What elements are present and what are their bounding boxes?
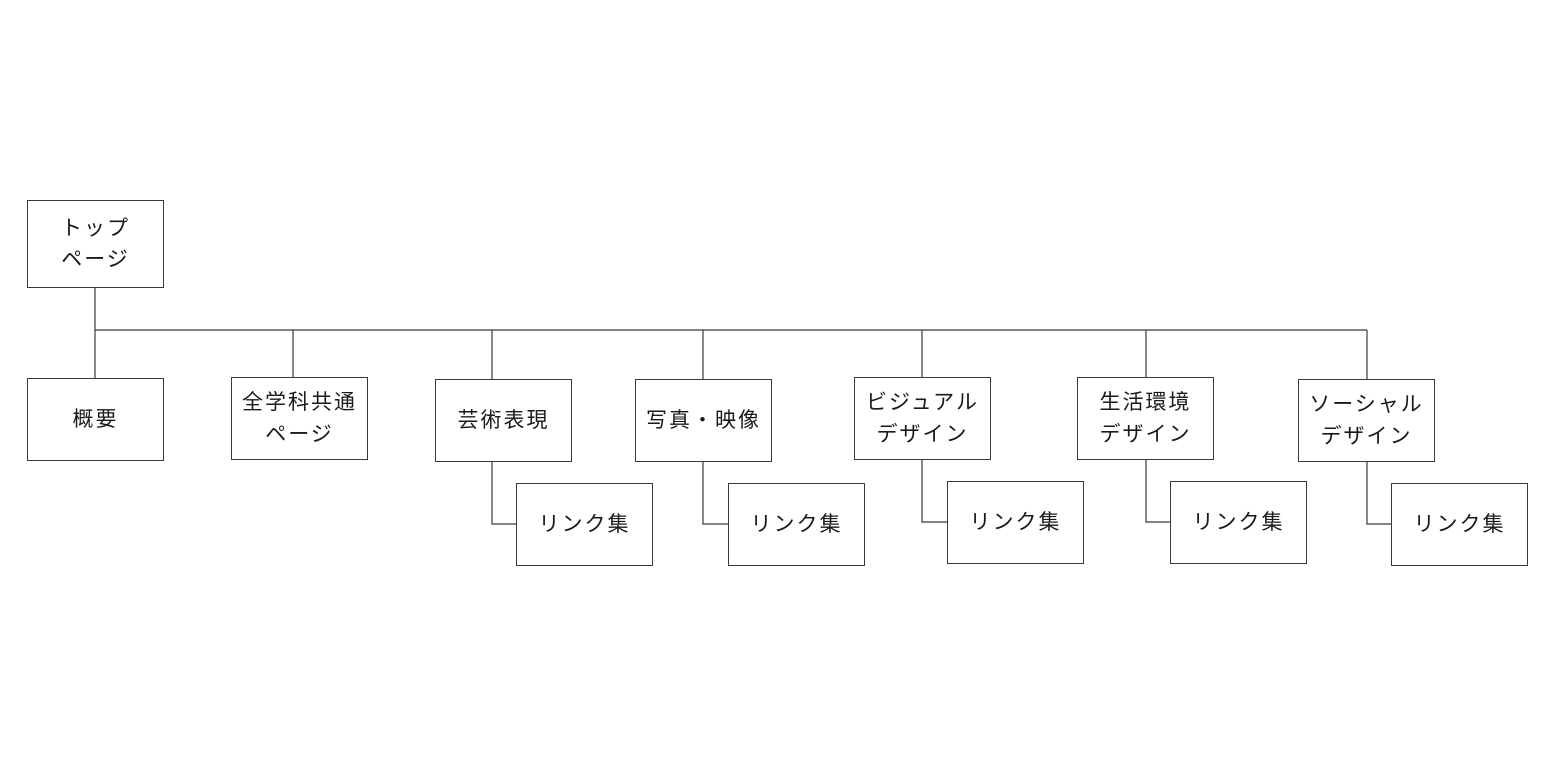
node-top-page-line1: トップ [61, 215, 130, 240]
node-photo-video[interactable]: 写真・映像 [635, 379, 772, 462]
node-common-page-line1: 全学科共通 [242, 390, 357, 414]
node-links-social-design[interactable]: リンク集 [1391, 483, 1528, 566]
node-links-social-design-label: リンク集 [1413, 511, 1506, 536]
node-photo-video-label: 写真・映像 [646, 407, 761, 432]
node-visual-design-line1: ビジュアル [866, 390, 979, 414]
node-art-expression[interactable]: 芸術表現 [435, 379, 572, 462]
node-social-design[interactable]: ソーシャル デザイン [1298, 379, 1435, 462]
node-social-design-line2: デザイン [1320, 423, 1413, 448]
node-links-living-environment-design[interactable]: リンク集 [1170, 481, 1307, 564]
connector-child-4 [921, 460, 947, 523]
node-social-design-line1: ソーシャル [1309, 392, 1424, 416]
node-links-visual-design-label: リンク集 [969, 509, 1062, 534]
node-top-page-line2: ページ [61, 247, 130, 271]
node-visual-design-line2: デザイン [876, 421, 969, 446]
node-links-art-expression-label: リンク集 [538, 511, 631, 536]
node-links-photo-video[interactable]: リンク集 [728, 483, 865, 566]
node-links-living-environment-design-label: リンク集 [1192, 509, 1285, 534]
connector-child-3 [702, 462, 728, 525]
node-living-environment-design-line2: デザイン [1099, 421, 1192, 446]
node-visual-design[interactable]: ビジュアル デザイン [854, 377, 991, 460]
connector-child-5 [1145, 460, 1170, 523]
node-common-page[interactable]: 全学科共通 ページ [231, 377, 368, 460]
connector-child-2 [491, 462, 516, 525]
node-top-page[interactable]: トップ ページ [27, 200, 164, 288]
node-art-expression-label: 芸術表現 [457, 407, 550, 432]
node-overview[interactable]: 概要 [27, 378, 164, 461]
node-links-art-expression[interactable]: リンク集 [516, 483, 653, 566]
connector-child-6 [1366, 462, 1391, 525]
node-links-visual-design[interactable]: リンク集 [947, 481, 1084, 564]
node-links-photo-video-label: リンク集 [750, 511, 843, 536]
node-common-page-line2: ページ [265, 421, 334, 446]
node-living-environment-design-line1: 生活環境 [1099, 390, 1192, 414]
node-overview-label: 概要 [72, 406, 119, 431]
node-living-environment-design[interactable]: 生活環境 デザイン [1077, 377, 1214, 460]
